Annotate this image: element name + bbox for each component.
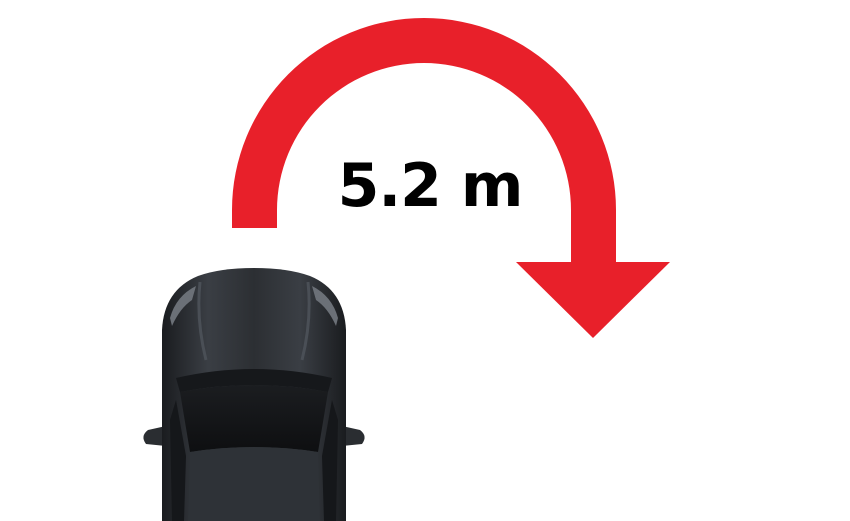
turning-radius-label: 5.2 m [337,151,524,221]
cowl [176,369,332,392]
right-headlight [312,286,338,326]
right-mirror [342,426,365,446]
hood-crease [197,281,311,361]
u-turn-arrow-icon [232,18,670,338]
windshield [180,385,328,452]
left-mirror [143,426,166,446]
u-turn-arrow-head [516,262,670,338]
car-roof [188,447,320,521]
u-turn-arrow-arc [232,18,616,262]
left-side-window [170,400,186,521]
right-side-window [322,400,338,521]
left-headlight [170,286,196,326]
car-top-view-icon [143,268,365,521]
